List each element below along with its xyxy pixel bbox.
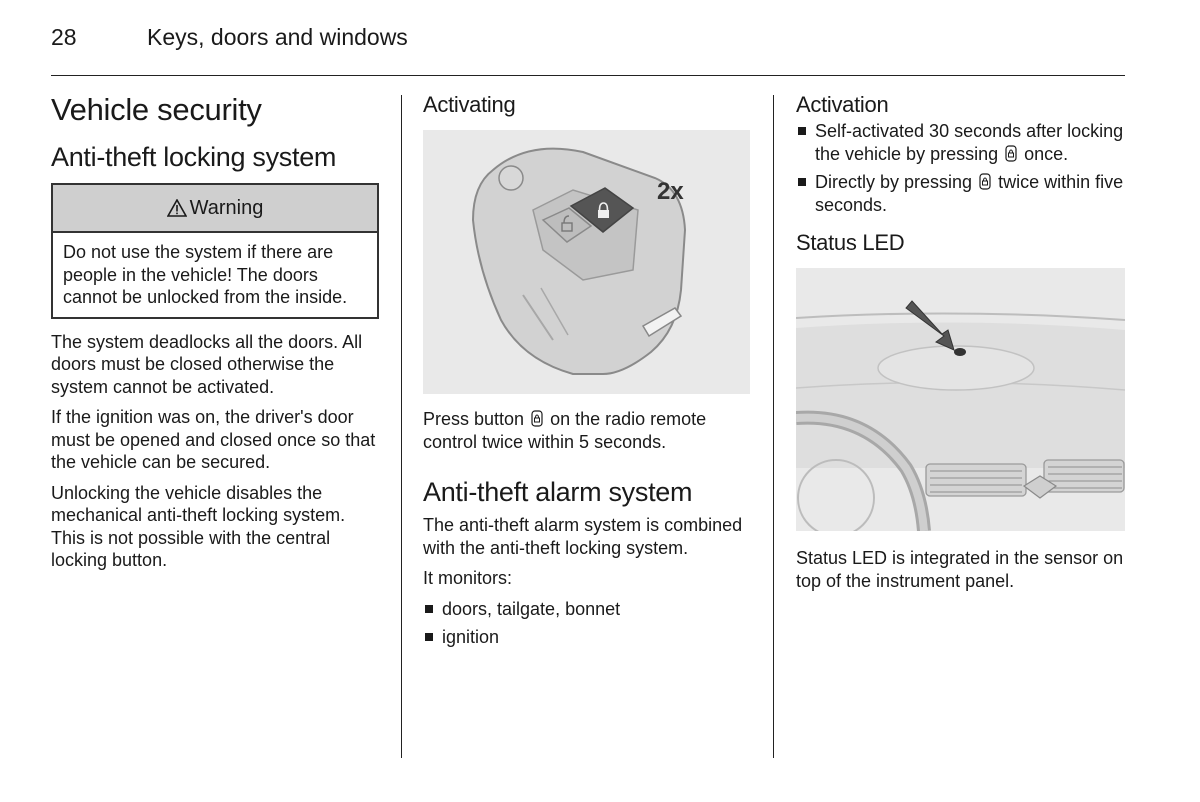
press-text-end: on the radio remote control twice within… — [423, 409, 707, 452]
paragraph-alarm: The anti-theft alarm system is combined … — [423, 515, 743, 558]
paragraph-ignition: If the ignition was on, the driver's doo… — [51, 407, 376, 472]
key-fob-image — [423, 130, 750, 394]
warning-header: Warning — [53, 185, 377, 233]
warning-triangle-icon — [166, 199, 187, 217]
paragraph-monitors: It monitors: — [423, 568, 513, 588]
column-2: Activating 2x Press button on the radio … — [423, 92, 753, 657]
column-1: Vehicle security Anti-theft locking syst… — [51, 92, 383, 580]
dashboard-illustration — [796, 268, 1125, 531]
column-divider-1 — [401, 95, 402, 758]
warning-text: Do not use the system if there are peopl… — [63, 242, 348, 307]
list-item: Self-activated 30 seconds after locking … — [796, 120, 1126, 165]
lock-button-icon — [1005, 144, 1017, 162]
section-title: Keys, doors and windows — [147, 24, 408, 50]
lock-button-icon — [979, 173, 991, 190]
list-item: Directly by pressing twice within five s… — [796, 171, 1126, 216]
item1-text-end: once. — [1019, 143, 1069, 164]
item2-text-start: Directly by pressing — [815, 172, 978, 192]
activation-list: Self-activated 30 seconds after locking … — [796, 120, 1126, 216]
lock-button-icon — [531, 410, 543, 427]
dashboard-image — [796, 268, 1125, 531]
paragraph-deadlocks: The system deadlocks all the doors. All … — [51, 331, 363, 397]
list-item: doors, tailgate, bonnet — [423, 598, 753, 621]
page-number: 28 — [51, 24, 77, 50]
heading-activation: Activation — [796, 92, 889, 117]
press-text-start: Press button — [423, 409, 530, 429]
warning-label: Warning — [189, 196, 264, 219]
column-3: Activation Self-activated 30 seconds aft… — [796, 92, 1126, 600]
item2-text-end: twice within five seconds. — [815, 172, 1124, 215]
paragraph-press-button: Press button on the radio remote control… — [423, 408, 753, 453]
item1-text-start: Self-activated 30 seconds after locking … — [815, 121, 1124, 164]
page-title: Vehicle security — [51, 92, 262, 127]
column-divider-2 — [773, 95, 774, 758]
key-fob-illustration: 2x — [423, 130, 750, 394]
paragraph-unlocking: Unlocking the vehicle disables the mecha… — [51, 482, 346, 571]
header-rule — [51, 75, 1125, 76]
list-item: ignition — [423, 626, 753, 649]
page-header: 28 Keys, doors and windows — [51, 24, 408, 51]
warning-box: Warning Do not use the system if there a… — [51, 183, 379, 319]
section-heading-alarm: Anti-theft alarm system — [423, 477, 693, 507]
section-heading-locking: Anti-theft locking system — [51, 142, 337, 172]
heading-status-led: Status LED — [796, 230, 905, 255]
monitors-list: doors, tailgate, bonnet ignition — [423, 598, 753, 649]
heading-activating: Activating — [423, 92, 516, 117]
paragraph-status-led: Status LED is integrated in the sensor o… — [796, 548, 1124, 591]
press-count-label: 2x — [657, 178, 684, 205]
